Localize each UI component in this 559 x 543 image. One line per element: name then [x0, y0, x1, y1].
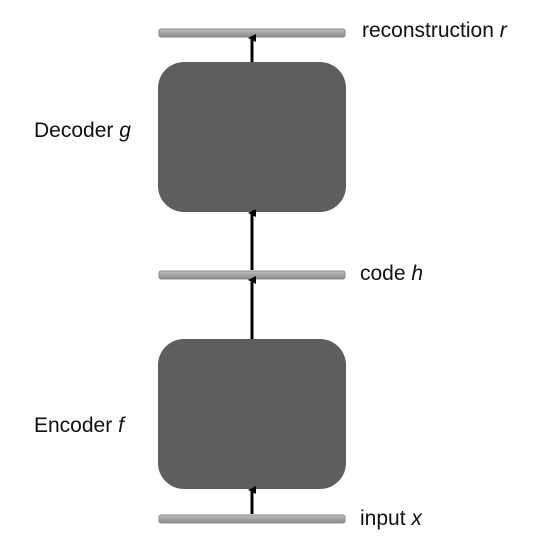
code-label-text: code [360, 262, 406, 285]
input-layer [158, 514, 346, 524]
encoder-label-text: Encoder [34, 414, 113, 437]
reconstruction-layer [158, 28, 346, 38]
input-label-var: x [411, 507, 422, 530]
decoder-label-var: g [119, 119, 131, 142]
input-label: input x [360, 508, 422, 529]
code-label: code h [360, 263, 423, 284]
decoder-label-text: Decoder [34, 119, 114, 142]
decoder-block [158, 62, 346, 212]
encoder-label: Encoder f [34, 415, 124, 436]
encoder-label-var: f [118, 414, 124, 437]
reconstruction-label: reconstruction r [362, 20, 507, 41]
reconstruction-label-text: reconstruction [362, 19, 494, 42]
encoder-block [158, 339, 346, 489]
code-label-var: h [411, 262, 424, 285]
code-layer [158, 270, 346, 280]
input-label-text: input [360, 507, 406, 530]
reconstruction-label-var: r [499, 19, 507, 42]
decoder-label: Decoder g [34, 120, 131, 141]
